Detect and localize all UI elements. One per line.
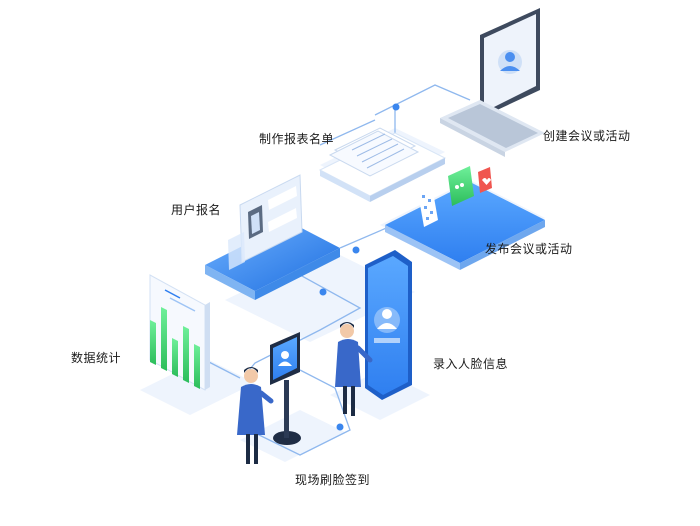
report-platform-illustration [318, 127, 447, 202]
laptop-illustration [440, 8, 545, 157]
publish-platform-illustration [385, 166, 545, 270]
face-entry-phone-illustration [365, 250, 412, 400]
label-publish-meeting: 发布会议或活动 [485, 242, 573, 256]
person-figure-right [335, 322, 373, 416]
person-figure-left [237, 367, 274, 464]
label-data-statistics: 数据统计 [71, 351, 122, 365]
statistics-panel-illustration [149, 274, 210, 391]
registration-phone-illustration [205, 174, 340, 300]
label-onsite-face-checkin: 现场刷脸签到 [295, 473, 371, 487]
face-kiosk-illustration [270, 332, 301, 445]
flow-path [204, 84, 471, 456]
flow-nodes [319, 103, 400, 431]
label-enter-face-info: 录入人脸信息 [433, 357, 509, 371]
label-make-registration-list: 制作报表名单 [259, 132, 335, 146]
label-create-meeting: 创建会议或活动 [543, 129, 631, 143]
label-user-registration: 用户报名 [171, 203, 222, 217]
